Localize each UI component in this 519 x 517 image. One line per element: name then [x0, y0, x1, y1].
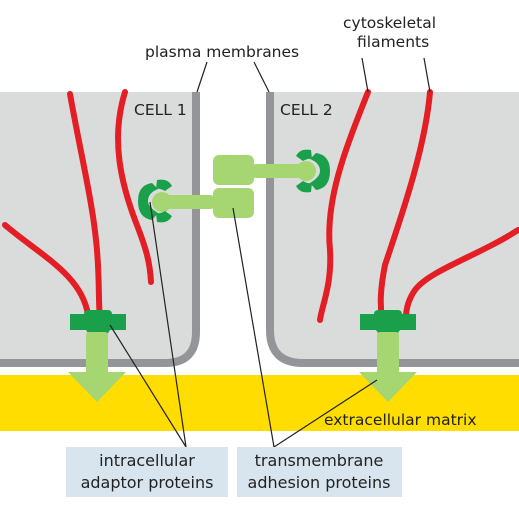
- adaptor-proteins-label-line2: adaptor proteins: [81, 473, 214, 492]
- cell-1-label: CELL 1: [134, 101, 187, 119]
- adhesion-proteins-box: [237, 447, 402, 497]
- filament-cell1-c: [115, 89, 154, 285]
- adaptor-proteins-matrix-junction: [70, 310, 416, 336]
- cell-2-membrane: [266, 92, 519, 367]
- leader-cyto-right: [423, 57, 431, 93]
- cytoskeletal-filaments: [2, 89, 519, 323]
- leader-adhesion-1: [232, 207, 275, 448]
- leader-plasma-left: [196, 61, 208, 93]
- leader-cyto-left: [361, 57, 369, 93]
- cytoskeletal-label-line1: cytoskeletal: [343, 14, 436, 32]
- adhesion-proteins-label-line1: transmembrane: [255, 451, 384, 470]
- leader-adhesion-2: [273, 379, 378, 448]
- extracellular-matrix-label: extracellular matrix: [324, 411, 477, 429]
- cytoskeletal-label-line2: filaments: [357, 33, 429, 51]
- matrix-adhesion-arrows: [68, 332, 417, 402]
- filament-cell1-a: [2, 222, 91, 318]
- adaptor-proteins-label-line1: intracellular: [99, 451, 195, 470]
- plasma-membranes-label: plasma membranes: [145, 43, 299, 61]
- adaptor-proteins-cell-junction: [138, 149, 330, 223]
- cell-1-membrane: [0, 92, 200, 367]
- transmembrane-adhesion-proteins: [152, 155, 316, 218]
- cell-1-body: [0, 92, 196, 363]
- leader-plasma-right: [253, 61, 270, 93]
- filament-cell2-a: [317, 89, 371, 323]
- filament-cell1-b: [67, 91, 103, 321]
- filament-cell2-b: [377, 89, 433, 321]
- adhesion-proteins-label-line2: adhesion proteins: [248, 473, 391, 492]
- leader-adaptor-2: [149, 201, 187, 448]
- cell-2-label: CELL 2: [280, 101, 333, 119]
- leader-lines: [109, 57, 431, 448]
- filament-cell2-c: [403, 227, 519, 321]
- leader-adaptor-1: [109, 324, 187, 448]
- adaptor-proteins-box: [66, 447, 228, 497]
